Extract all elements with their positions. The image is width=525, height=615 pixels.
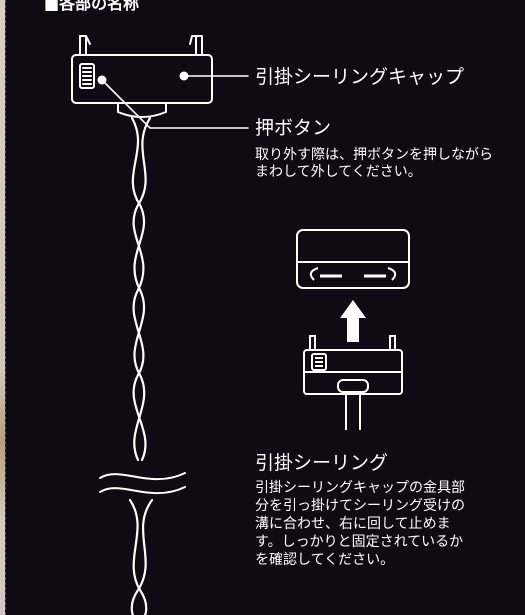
label-ceiling-ring: 引掛シーリング xyxy=(255,452,389,474)
small-ceiling-cap xyxy=(303,335,403,430)
power-cord xyxy=(128,116,154,615)
ceiling-cap xyxy=(71,35,213,118)
note-push-button: 取り外す際は、押ボタンを押しながらまわして外してください。 xyxy=(255,147,493,180)
label-push-button: 押ボタン xyxy=(255,117,332,139)
section-heading: ■各部の名称 xyxy=(44,0,140,13)
leader-dot-cap xyxy=(179,71,189,81)
ceiling-receptacle xyxy=(296,229,410,289)
leader-dot-button xyxy=(97,75,107,85)
photo-edge-strip xyxy=(0,0,5,615)
label-ceiling-cap: 引掛シーリングキャップ xyxy=(255,66,465,88)
note-ceiling-ring: 引掛シーリングキャップの金具部分を引っ掛けてシーリング受けの溝に合わせ、右に回し… xyxy=(255,480,465,568)
leader-line-button xyxy=(101,79,249,129)
cord-break-marks xyxy=(99,472,186,495)
up-arrow-icon xyxy=(340,300,366,342)
